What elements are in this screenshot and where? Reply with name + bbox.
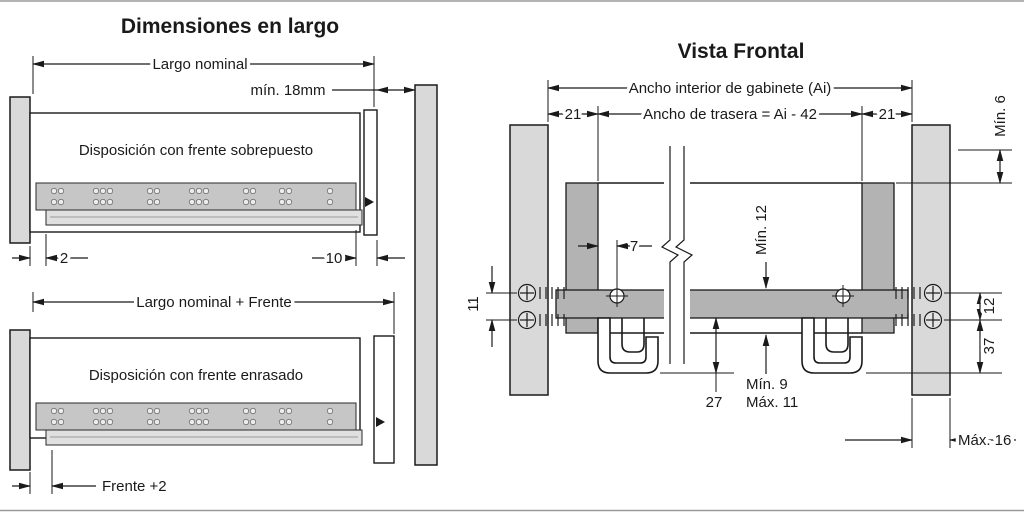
cabinet-side-wall-right (911, 124, 951, 396)
dim-max-16: Máx. 16 (958, 432, 1011, 449)
dim-min-18mm: mín. 18mm (250, 82, 325, 99)
dim-gap-right-21: 21 (879, 106, 896, 123)
drawing-flush-front: Disposición con frente enrasado (9, 329, 395, 471)
left-panel-title: Dimensiones en largo (121, 15, 339, 38)
dim-min-12: Mín. 12 (753, 205, 770, 255)
right-panel-title: Vista Frontal (678, 40, 805, 63)
dim-min-9: Mín. 9 (746, 376, 788, 393)
cabinet-back-wall (9, 96, 31, 244)
dim-max-11: Máx. 11 (746, 394, 798, 411)
cabinet-back-wall (9, 329, 31, 471)
dim-frente-mas-2: Frente +2 (102, 478, 167, 495)
dim-min-6: Mín. 6 (992, 95, 1009, 137)
break-line (674, 146, 694, 364)
drawer-front-bracket (363, 109, 378, 236)
break-line (660, 146, 680, 364)
dim-ancho-interior: Ancho interior de gabinete (Ai) (629, 80, 832, 97)
runner-profile-left (597, 317, 659, 374)
bracket-latch-icon (365, 197, 374, 207)
bracket-latch-icon (376, 417, 385, 427)
slide-rail-assembly (35, 402, 363, 446)
euro-screw (517, 283, 565, 303)
flush-front-panel (373, 335, 395, 464)
dim-largo-nominal: Largo nominal (152, 56, 247, 73)
dim-ancho-trasera: Ancho de trasera = Ai - 42 (643, 106, 817, 123)
dim-11: 11 (465, 296, 482, 312)
dim-27: 27 (706, 394, 723, 411)
runner-profile-right (801, 317, 863, 374)
dim-37: 37 (981, 338, 998, 355)
screw-position-marker-right (832, 285, 854, 307)
dim-largo-nominal-frente: Largo nominal + Frente (136, 294, 292, 311)
front-panel-strip (414, 84, 438, 466)
dim-10: 10 (326, 250, 343, 267)
drawing-overlay-front: Disposición con frente sobrepuesto (9, 96, 378, 244)
slide-cross-rail (555, 289, 909, 319)
front-view-drawing (509, 124, 951, 396)
dim-12: 12 (981, 298, 998, 315)
dim-7: 7 (630, 238, 638, 255)
cabinet-side-wall-left (509, 124, 549, 396)
rail-hole-pattern (50, 187, 334, 206)
overlay-front-label: Disposición con frente sobrepuesto (79, 142, 313, 159)
dim-2: 2 (60, 250, 68, 267)
left-dimensions: Largo nominal mín. 18mm 2 10 Largo nomin… (12, 53, 416, 499)
flush-front-label: Disposición con frente enrasado (89, 367, 303, 384)
dim-gap-left-21: 21 (565, 106, 582, 123)
right-dimensions: Ancho interior de gabinete (Ai) 21 Ancho… (462, 77, 1016, 453)
slide-rail-assembly (35, 182, 363, 226)
